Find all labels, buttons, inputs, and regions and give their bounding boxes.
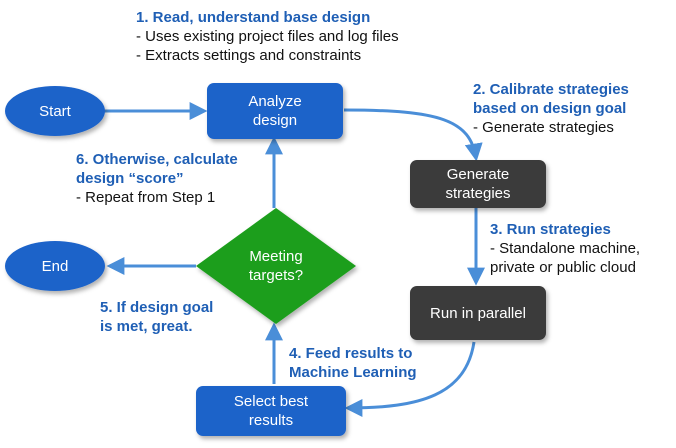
step-3-bullet: - Standalone machine,	[490, 240, 641, 257]
step-2-bullet: - Generate strategies	[473, 119, 614, 136]
step-4-note: 4. Feed results to Machine Learning	[289, 344, 417, 382]
step-3-bullet: private or public cloud	[490, 259, 636, 276]
step-3-heading: 3. Run strategies	[490, 221, 611, 238]
start-node	[5, 86, 105, 136]
arrow-analyze-to-generate	[343, 108, 483, 162]
step-5-note: 5. If design goal is met, great.	[100, 298, 213, 336]
step-1-bullet: - Extracts settings and constraints	[136, 47, 362, 64]
analyze-design-node	[207, 83, 343, 139]
meeting-targets-decision-node	[196, 208, 356, 324]
step-4-heading: Machine Learning	[289, 364, 417, 381]
step-3-note: 3. Run strategies - Standalone machine, …	[490, 220, 640, 277]
step-2-note: 2. Calibrate strategies based on design …	[473, 80, 629, 137]
end-node	[5, 241, 105, 291]
step-2-heading: 2. Calibrate strategies	[473, 81, 629, 98]
step-5-heading: 5. If design goal	[100, 299, 214, 316]
select-best-results-node	[196, 386, 346, 436]
step-1-note: 1. Read, understand base design - Uses e…	[136, 8, 399, 65]
step-6-heading: 6. Otherwise, calculate	[76, 151, 238, 168]
step-6-heading: design “score”	[76, 170, 184, 187]
run-in-parallel-node	[410, 286, 546, 340]
step-5-heading: is met, great.	[100, 318, 193, 335]
step-1-bullet: - Uses existing project files and log fi…	[136, 28, 399, 45]
step-2-heading: based on design goal	[473, 100, 627, 117]
arrow-parallel-to-select	[344, 341, 476, 417]
step-4-heading: 4. Feed results to	[289, 345, 413, 362]
step-1-heading: 1. Read, understand base design	[136, 9, 371, 26]
generate-strategies-node	[410, 160, 546, 208]
step-6-bullet: - Repeat from Step 1	[76, 189, 216, 206]
step-6-note: 6. Otherwise, calculate design “score” -…	[76, 150, 238, 207]
